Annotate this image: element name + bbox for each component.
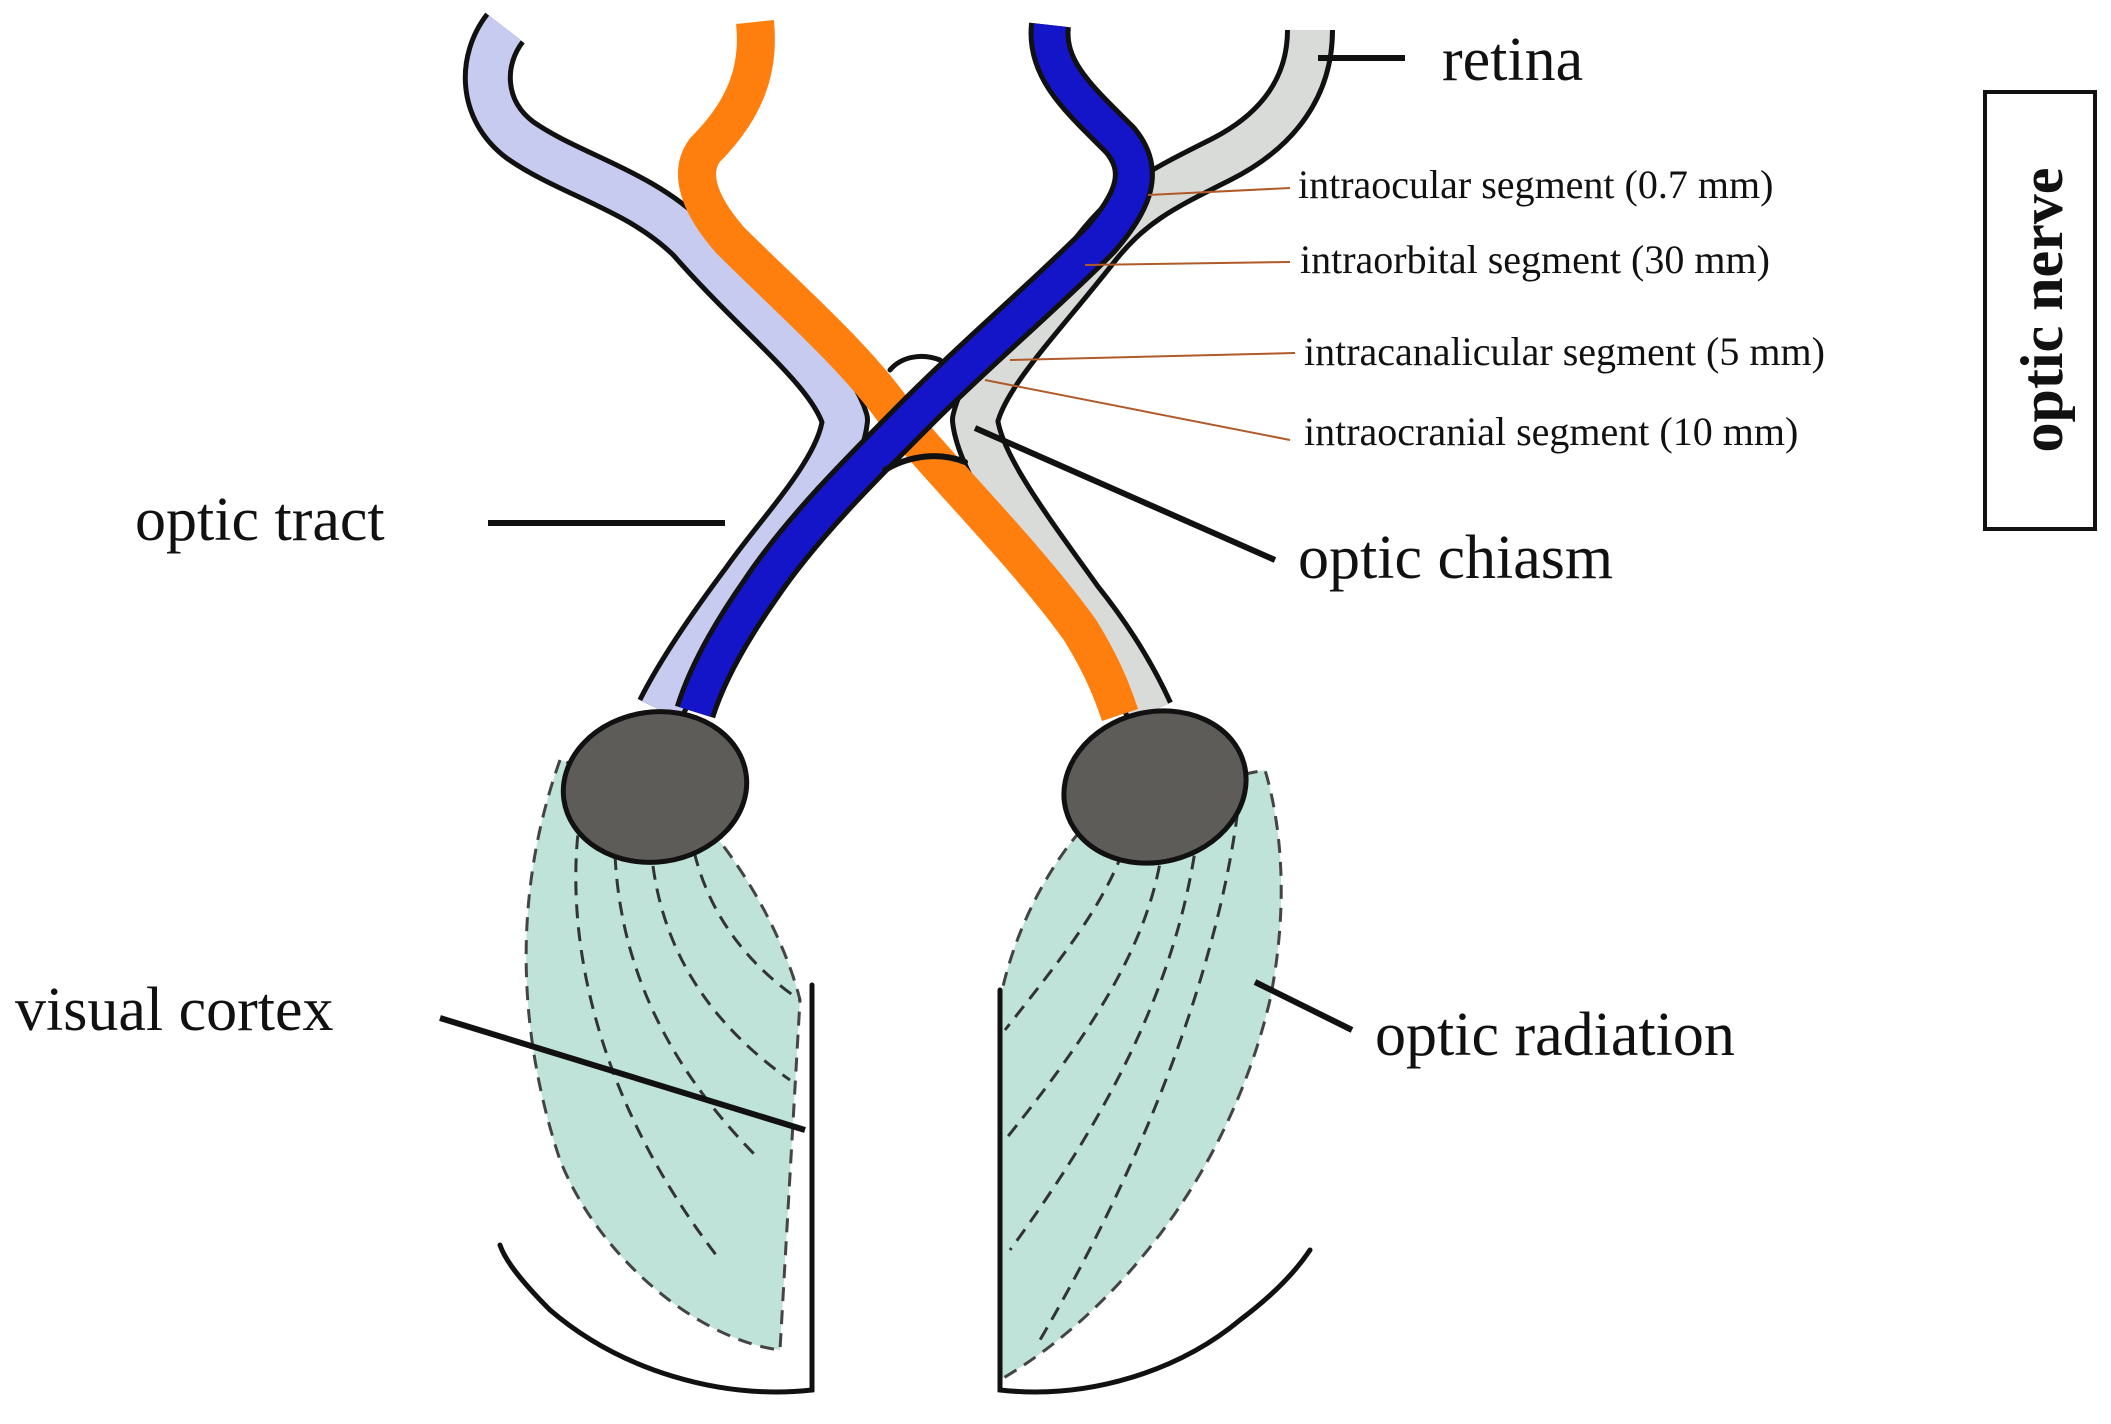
optic-radiation-leader	[1253, 979, 1354, 1033]
leader-lines	[439, 55, 1405, 1133]
left-nasal-crossing-fiber	[678, 20, 1139, 722]
intraocular-segment-label: intraocular segment (0.7 mm)	[1298, 162, 1773, 207]
intraorbital-leader	[1084, 261, 1291, 266]
visual-cortex-leader	[439, 1015, 806, 1133]
intraorbital-segment-label: intraorbital segment (30 mm)	[1300, 237, 1770, 282]
intracranial-segment-label: intraocranial segment (10 mm)	[1304, 409, 1798, 454]
lateral-geniculate-nucleus-left	[560, 709, 750, 865]
optic-chiasm-label: optic chiasm	[1298, 524, 1613, 592]
intracranial-leader	[984, 379, 1291, 441]
retina-label: retina	[1442, 26, 1583, 94]
optic-chiasm-leader	[973, 425, 1277, 563]
intracanalicular-leader	[1009, 352, 1296, 361]
optic-chiasm-contours	[882, 353, 968, 473]
intraocular-leader	[1147, 187, 1291, 196]
optic-nerve-callout: optic nerve	[1983, 90, 2097, 531]
left-temporal-fiber	[462, 12, 870, 722]
optic-nerve-box	[1983, 90, 2097, 531]
optic-tract-label: optic tract	[135, 486, 385, 554]
right-nasal-crossing-fiber	[674, 22, 1155, 719]
intracanalicular-segment-label: intracanalicular segment (5 mm)	[1304, 329, 1825, 374]
right-temporal-fiber	[950, 29, 1335, 723]
visual-cortex-outline	[497, 982, 1313, 1395]
optic-radiation-label: optic radiation	[1375, 1001, 1735, 1069]
optic-nerve-label: optic nerve	[2009, 168, 2075, 453]
lateral-geniculate-nucleus-right	[1061, 708, 1249, 866]
visual-cortex-label: visual cortex	[15, 976, 334, 1044]
